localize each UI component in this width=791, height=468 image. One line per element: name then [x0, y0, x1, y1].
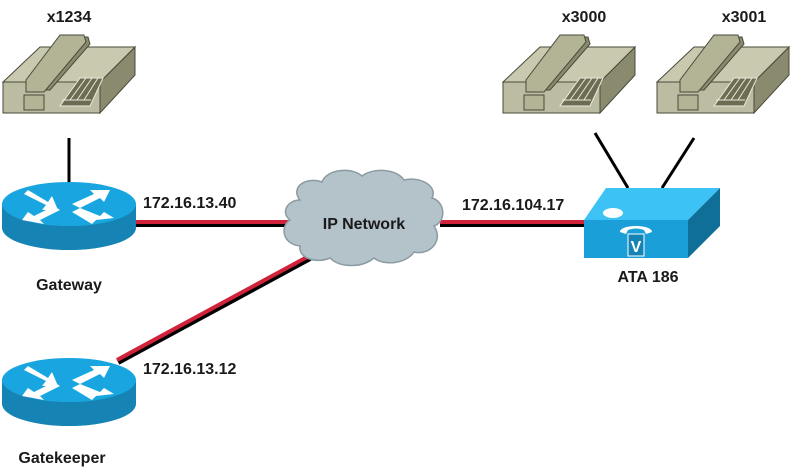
phone-x1234: x1234 [3, 9, 135, 113]
ip-address-label: 172.16.104.17 [462, 197, 564, 214]
ata-icon: V [584, 188, 720, 258]
ata-186: V ATA 186 172.16.104.17 [462, 188, 720, 286]
cloud-label: IP Network [323, 216, 406, 233]
router-gatekeeper: Gatekeeper 172.16.13.12 [2, 358, 237, 467]
router-icon [2, 182, 136, 250]
link-phone3001-ata [662, 138, 694, 188]
link-gateway-cloud [136, 222, 290, 224]
ip-network-cloud: IP Network [284, 170, 443, 265]
ata-label: ATA 186 [617, 269, 678, 286]
link-cloud-ata [440, 222, 590, 224]
phone-label: x1234 [47, 9, 92, 26]
link-phone3000-ata [595, 133, 628, 188]
router-label: Gateway [36, 277, 102, 294]
analog-phone-icon [657, 35, 789, 113]
phone-label: x3000 [562, 9, 607, 26]
svg-text:V: V [631, 239, 642, 256]
analog-phone-icon [3, 35, 135, 113]
router-icon [2, 358, 136, 426]
link-gatekeeper-cloud [117, 256, 310, 362]
phone-x3000: x3000 [503, 9, 635, 113]
ip-address-label: 172.16.13.40 [143, 195, 237, 212]
phone-x3001: x3001 [657, 9, 789, 113]
router-label: Gatekeeper [18, 450, 105, 467]
router-gateway: Gateway 172.16.13.40 [2, 182, 237, 294]
phone-label: x3001 [722, 9, 767, 26]
ip-address-label: 172.16.13.12 [143, 361, 237, 378]
analog-phone-icon [503, 35, 635, 113]
